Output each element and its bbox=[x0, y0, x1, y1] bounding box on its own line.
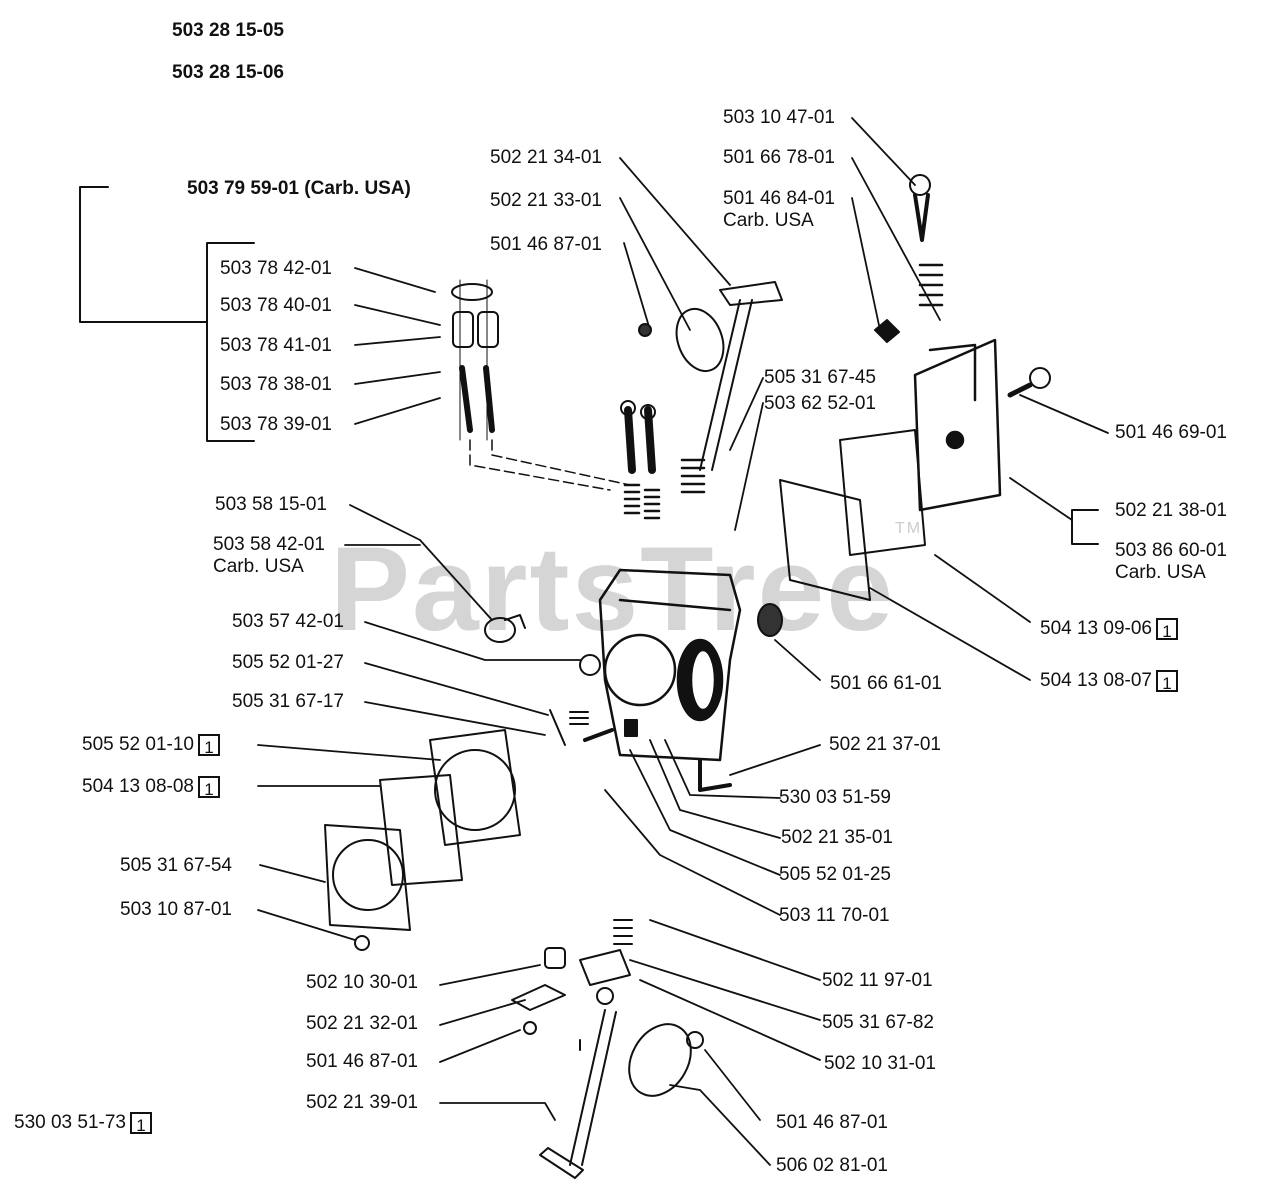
part-label[interactable]: 505 31 67-82 bbox=[822, 1012, 934, 1033]
adjust-screw bbox=[909, 174, 931, 242]
part-label[interactable]: 506 02 81-01 bbox=[776, 1155, 888, 1176]
part-number: 504 13 08-07 bbox=[1040, 670, 1152, 692]
jet-bodies bbox=[452, 279, 499, 441]
part-label[interactable]: 503 10 47-01 bbox=[723, 107, 835, 128]
part-label[interactable]: 501 46 84-01 Carb. USA bbox=[723, 188, 835, 232]
part-label[interactable]: 502 21 34-01 bbox=[490, 147, 602, 168]
part-label[interactable]: 503 62 52-01 bbox=[764, 393, 876, 414]
metering-diaphragm bbox=[379, 774, 463, 886]
welch-plug bbox=[579, 654, 601, 676]
part-label[interactable]: 502 21 32-01 bbox=[306, 1013, 418, 1034]
part-label[interactable]: 503 58 15-01 bbox=[215, 494, 327, 515]
choke-parts bbox=[511, 947, 631, 1035]
qty-badge: 1 bbox=[1156, 618, 1178, 641]
inlet-screen bbox=[757, 603, 783, 637]
filter-screen bbox=[874, 319, 900, 343]
metering-cover bbox=[324, 824, 411, 931]
part-label[interactable]: 502 11 97-01 bbox=[822, 970, 933, 991]
part-label[interactable]: 503 78 38-01 bbox=[220, 374, 332, 395]
part-note: Carb. USA bbox=[723, 210, 814, 231]
part-label[interactable]: 505 52 01-27 bbox=[232, 652, 344, 673]
part-label[interactable]: 505 31 67-45 bbox=[764, 367, 876, 388]
qty-badge: 1 bbox=[198, 734, 220, 757]
part-number: 504 13 08-08 bbox=[82, 776, 194, 798]
throttle-plate bbox=[638, 308, 725, 372]
dashed-guide bbox=[469, 439, 631, 491]
part-label[interactable]: 530 03 51-59 bbox=[779, 787, 891, 808]
part-number: 501 46 84-01 bbox=[723, 188, 835, 209]
part-label[interactable]: 503 86 60-01 Carb. USA bbox=[1115, 540, 1227, 584]
part-label[interactable]: 502 21 38-01 bbox=[1115, 500, 1227, 521]
part-label[interactable]: 503 78 41-01 bbox=[220, 335, 332, 356]
part-label[interactable]: 502 21 37-01 bbox=[829, 734, 941, 755]
jet-o-ring bbox=[451, 283, 493, 301]
part-number: 505 52 01-10 bbox=[82, 734, 194, 756]
part-label[interactable]: 502 21 33-01 bbox=[490, 190, 602, 211]
part-label[interactable]: 502 21 39-01 bbox=[306, 1092, 418, 1113]
throttle-shaft bbox=[699, 281, 783, 471]
part-label[interactable]: 505 31 67-54 bbox=[120, 855, 232, 876]
part-label[interactable]: 505 52 01-25 bbox=[779, 864, 891, 885]
kit-bracket bbox=[79, 186, 255, 442]
part-label[interactable]: 503 78 42-01 bbox=[220, 258, 332, 279]
part-number: 530 03 51-73 bbox=[14, 1112, 126, 1134]
model-number-2: 503 28 15-06 bbox=[172, 62, 284, 83]
part-label[interactable]: 503 10 87-01 bbox=[120, 899, 232, 920]
jet-needles bbox=[459, 365, 495, 433]
qty-badge: 1 bbox=[130, 1112, 152, 1135]
part-label[interactable]: 502 10 30-01 bbox=[306, 972, 418, 993]
choke-plate bbox=[628, 1023, 704, 1097]
part-note: Carb. USA bbox=[213, 556, 304, 577]
pump-cover bbox=[913, 338, 1002, 512]
choke-spring bbox=[613, 919, 633, 945]
part-label[interactable]: 501 46 87-01 bbox=[306, 1051, 418, 1072]
springs bbox=[623, 263, 944, 520]
part-label[interactable]: 505 31 67-17 bbox=[232, 691, 344, 712]
part-number: 503 86 60-01 bbox=[1115, 540, 1227, 561]
metering-lever-parts bbox=[549, 709, 732, 792]
part-label[interactable]: 502 10 31-01 bbox=[824, 1053, 936, 1074]
part-label[interactable]: 503 11 70-01 bbox=[779, 905, 890, 926]
part-number: 504 13 09-06 bbox=[1040, 618, 1152, 640]
part-label[interactable]: 501 46 87-01 bbox=[776, 1112, 888, 1133]
part-label[interactable]: 503 58 42-01 Carb. USA bbox=[213, 534, 325, 578]
part-label[interactable]: 503 57 42-01 bbox=[232, 611, 344, 632]
part-label[interactable]: 501 66 61-01 bbox=[830, 673, 942, 694]
part-label[interactable]: 501 46 87-01 bbox=[490, 234, 602, 255]
part-number: 503 58 42-01 bbox=[213, 534, 325, 555]
fuel-inlet-fitting bbox=[484, 614, 526, 643]
cover-screw-small bbox=[354, 935, 370, 951]
part-label[interactable]: 503 78 39-01 bbox=[220, 414, 332, 435]
part-label[interactable]: 501 66 78-01 bbox=[723, 147, 835, 168]
part-label[interactable]: 501 46 69-01 bbox=[1115, 422, 1227, 443]
carburetor-body bbox=[598, 568, 742, 762]
kit-label[interactable]: 503 79 59-01 (Carb. USA) bbox=[187, 178, 411, 199]
part-label[interactable]: 503 78 40-01 bbox=[220, 295, 332, 316]
assembly-bracket-right bbox=[1071, 509, 1099, 545]
part-label[interactable]: 502 21 35-01 bbox=[781, 827, 893, 848]
leader-lines bbox=[257, 117, 1109, 1166]
model-number-1: 503 28 15-05 bbox=[172, 20, 284, 41]
pump-gasket bbox=[839, 429, 926, 556]
metering-gasket bbox=[429, 729, 521, 846]
cover-screw bbox=[1007, 367, 1051, 398]
qty-badge: 1 bbox=[198, 776, 220, 799]
pump-diaphragm bbox=[779, 479, 871, 601]
mixture-screws bbox=[620, 400, 656, 474]
qty-badge: 1 bbox=[1156, 670, 1178, 693]
choke-shaft bbox=[539, 1009, 617, 1179]
part-note: Carb. USA bbox=[1115, 562, 1206, 583]
